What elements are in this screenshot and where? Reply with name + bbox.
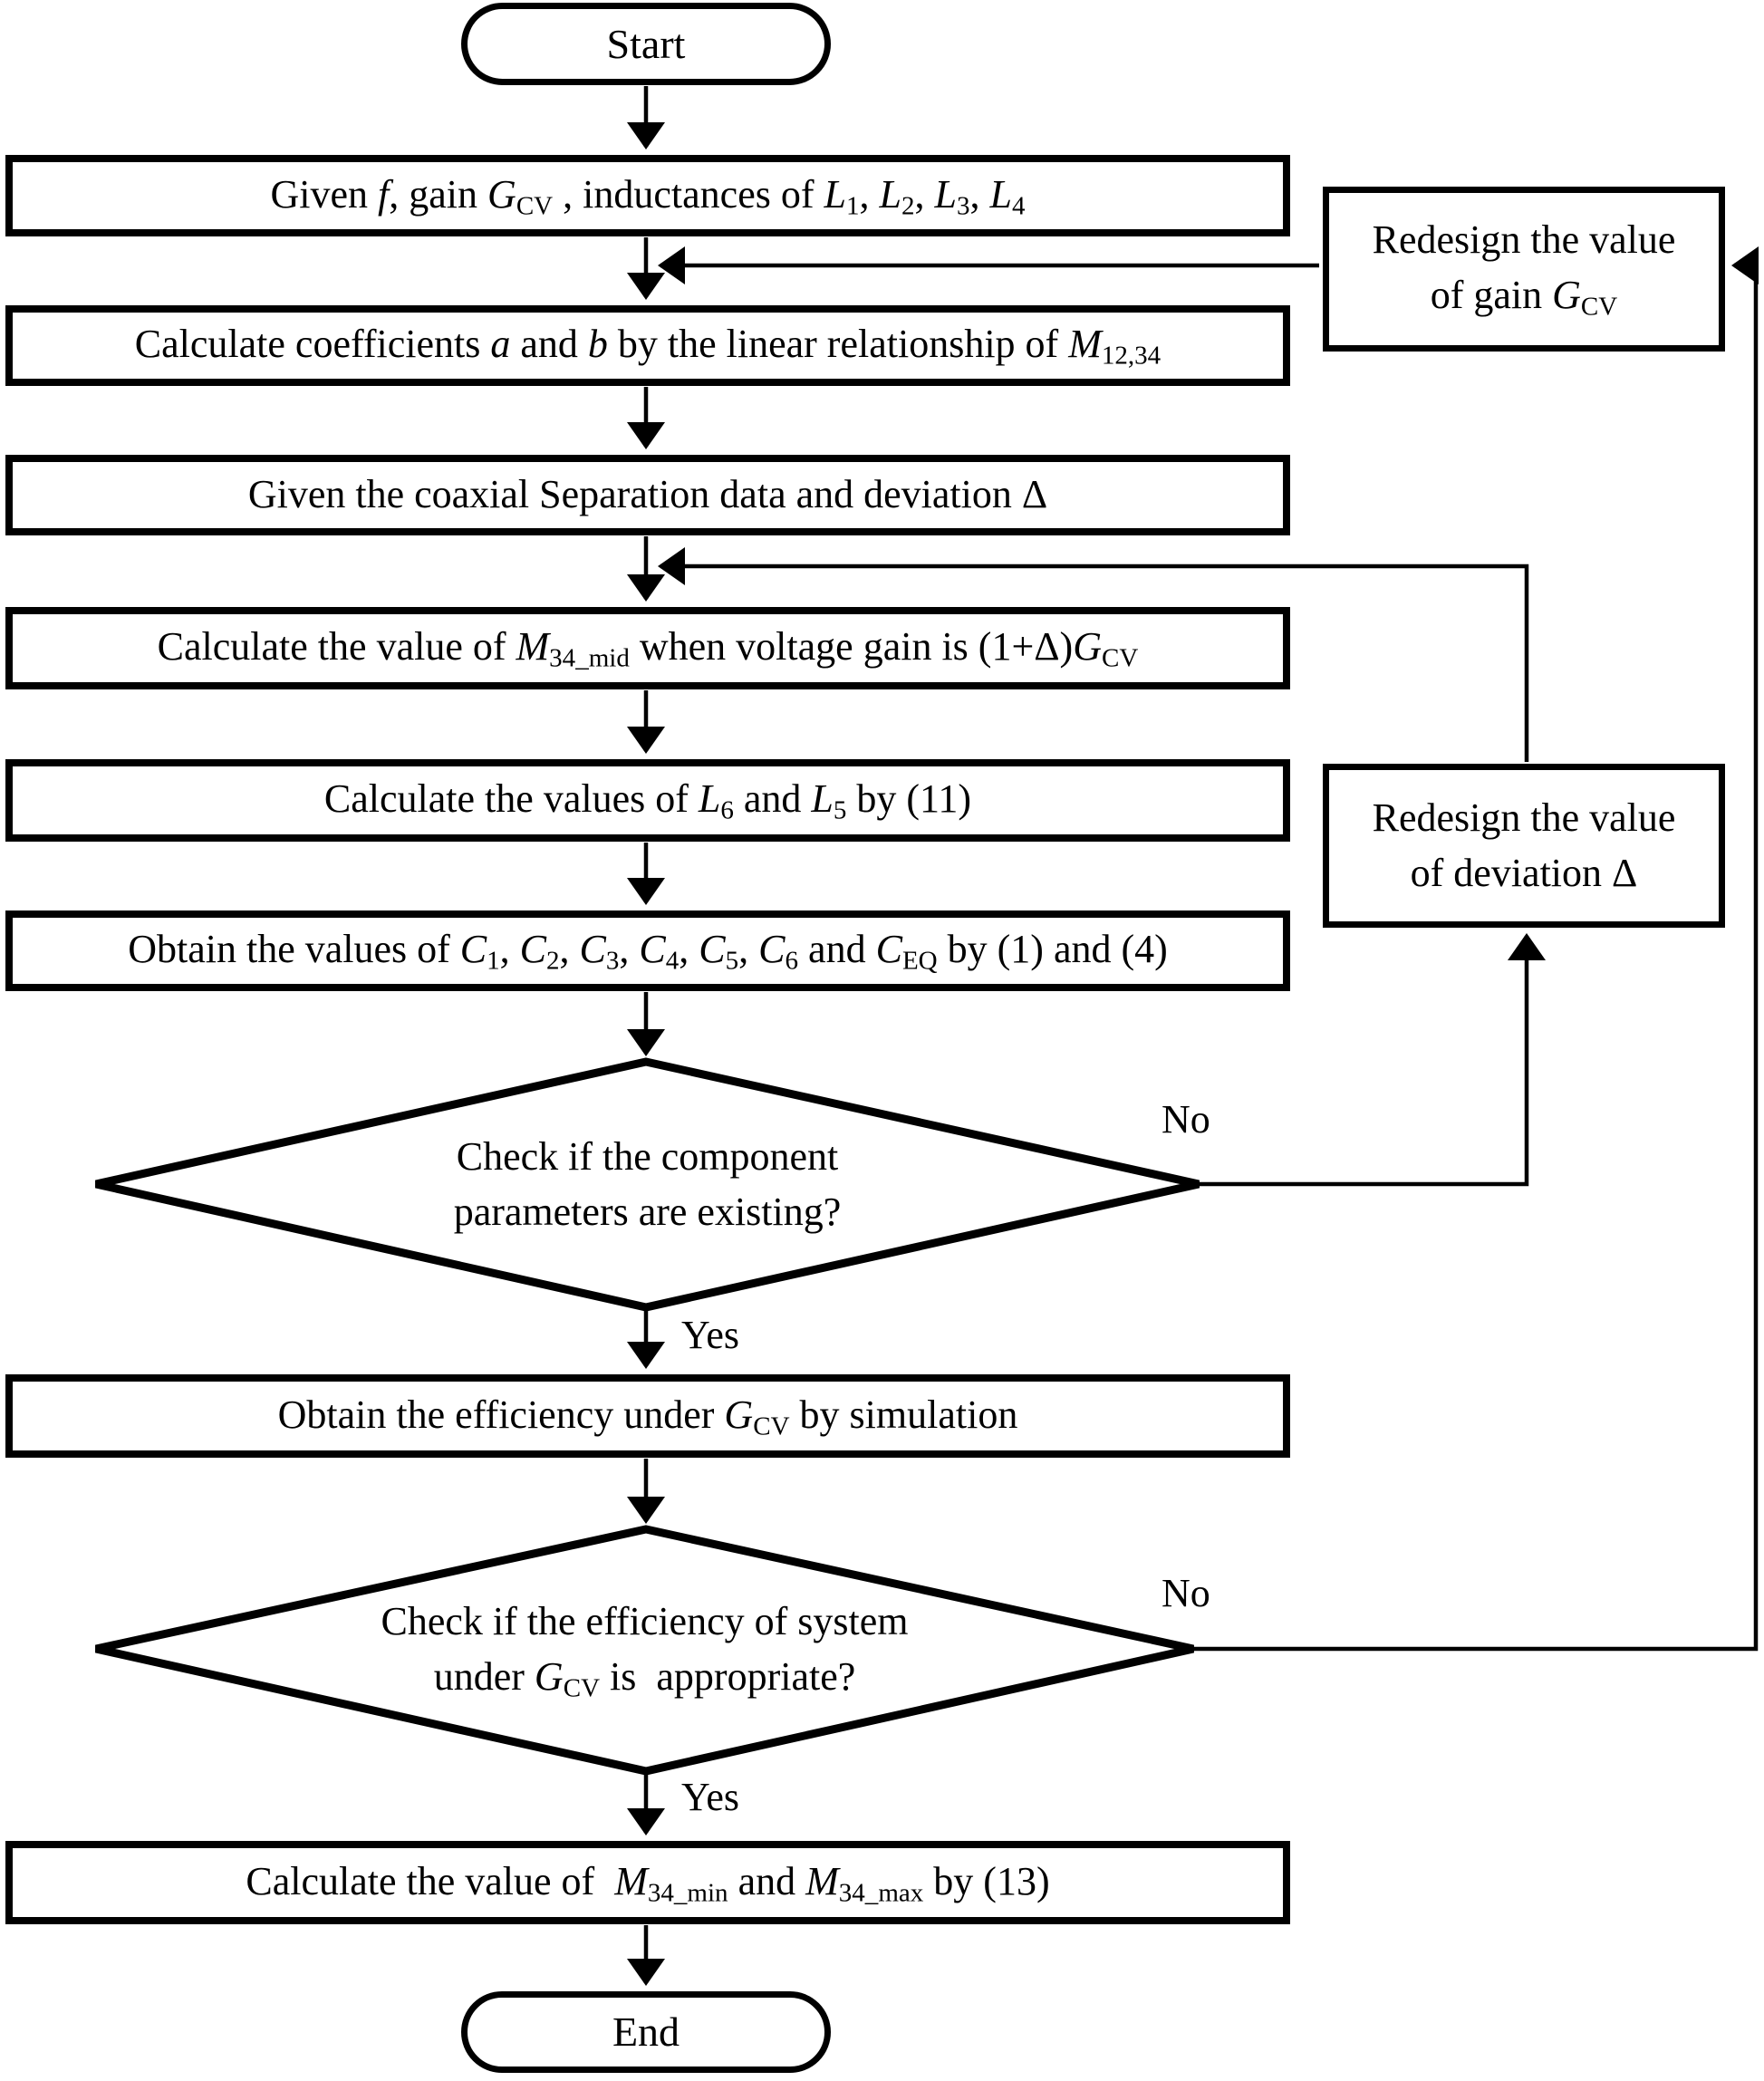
- edge-redesign-deviation-return: [657, 546, 1529, 762]
- node-calc-l6-l5-label: Calculate the values of L6 and L5 by (11…: [323, 776, 972, 825]
- node-calc-m34mid: Calculate the value of M34_mid when volt…: [5, 607, 1290, 689]
- node-obtain-efficiency-label: Obtain the efficiency under GCV by simul…: [277, 1392, 1018, 1441]
- edge-label-check-efficiency-yes: Yes: [681, 1775, 740, 1819]
- edge-check-components-no-to-redesign-deviation: [1199, 932, 1547, 1187]
- node-given-separation: Given the coaxial Separation data and de…: [5, 455, 1290, 535]
- node-given-inputs-label: Given f, gain GCV , inductances of L1, L…: [270, 171, 1026, 221]
- edge-check-efficiency-no-to-redesign-gain: [1193, 246, 1759, 1652]
- node-calc-l6-l5: Calculate the values of L6 and L5 by (11…: [5, 759, 1290, 842]
- node-obtain-capacitors: Obtain the values of C1, C2, C3, C4, C5,…: [5, 910, 1290, 991]
- node-calc-coefficients-label: Calculate coefficients a and b by the li…: [134, 322, 1162, 371]
- node-calc-m34mid-label: Calculate the value of M34_mid when volt…: [157, 624, 1139, 673]
- node-given-separation-label: Given the coaxial Separation data and de…: [247, 472, 1048, 517]
- node-start: Start: [461, 3, 831, 85]
- node-given-inputs: Given f, gain GCV , inductances of L1, L…: [5, 155, 1290, 236]
- node-calc-m34-minmax: Calculate the value of M34_min and M34_m…: [5, 1841, 1290, 1924]
- node-obtain-capacitors-label: Obtain the values of C1, C2, C3, C4, C5,…: [128, 927, 1168, 976]
- decision-check-components-shape: [95, 1057, 1200, 1312]
- edge-label-check-components-no: No: [1162, 1097, 1210, 1142]
- edge-label-check-components-yes: Yes: [681, 1313, 740, 1357]
- decision-check-efficiency-shape: [95, 1525, 1194, 1776]
- node-end-label: End: [612, 2009, 680, 2056]
- node-start-label: Start: [606, 20, 686, 67]
- edge-label-check-efficiency-no: No: [1162, 1571, 1210, 1615]
- node-calc-coefficients: Calculate coefficients a and b by the li…: [5, 305, 1290, 386]
- node-obtain-efficiency: Obtain the efficiency under GCV by simul…: [5, 1374, 1290, 1458]
- node-calc-m34-minmax-label: Calculate the value of M34_min and M34_m…: [246, 1858, 1050, 1908]
- node-end: End: [461, 1991, 831, 2073]
